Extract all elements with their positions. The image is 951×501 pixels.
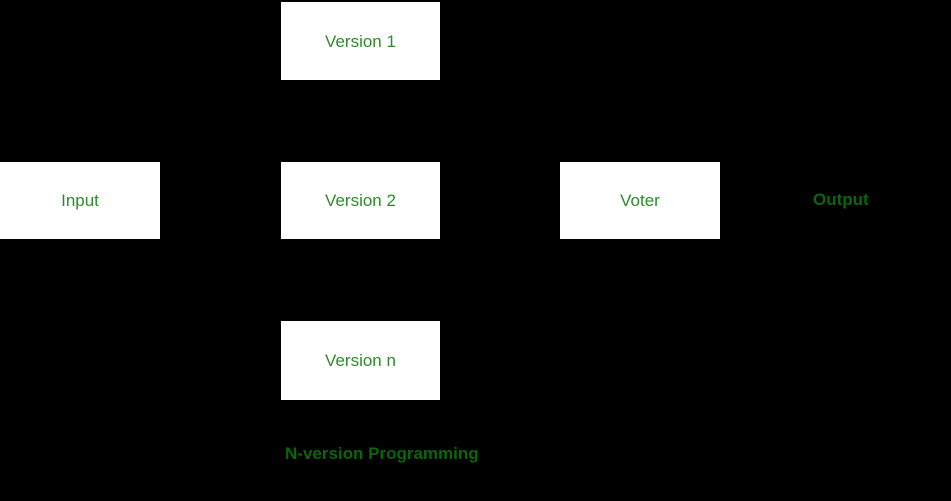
box-version-1: Version 1	[281, 2, 440, 80]
box-version-2-label: Version 2	[325, 191, 396, 210]
diagram-caption: N-version Programming	[285, 444, 479, 463]
box-voter: Voter	[560, 162, 720, 239]
box-voter-label: Voter	[620, 191, 660, 210]
box-input: Input	[0, 162, 160, 239]
output-label: Output	[813, 190, 869, 209]
box-version-n: Version n	[281, 321, 440, 400]
box-input-label: Input	[61, 191, 99, 210]
box-version-n-label: Version n	[325, 351, 396, 370]
box-version-2: Version 2	[281, 162, 440, 239]
box-version-1-label: Version 1	[325, 31, 396, 51]
